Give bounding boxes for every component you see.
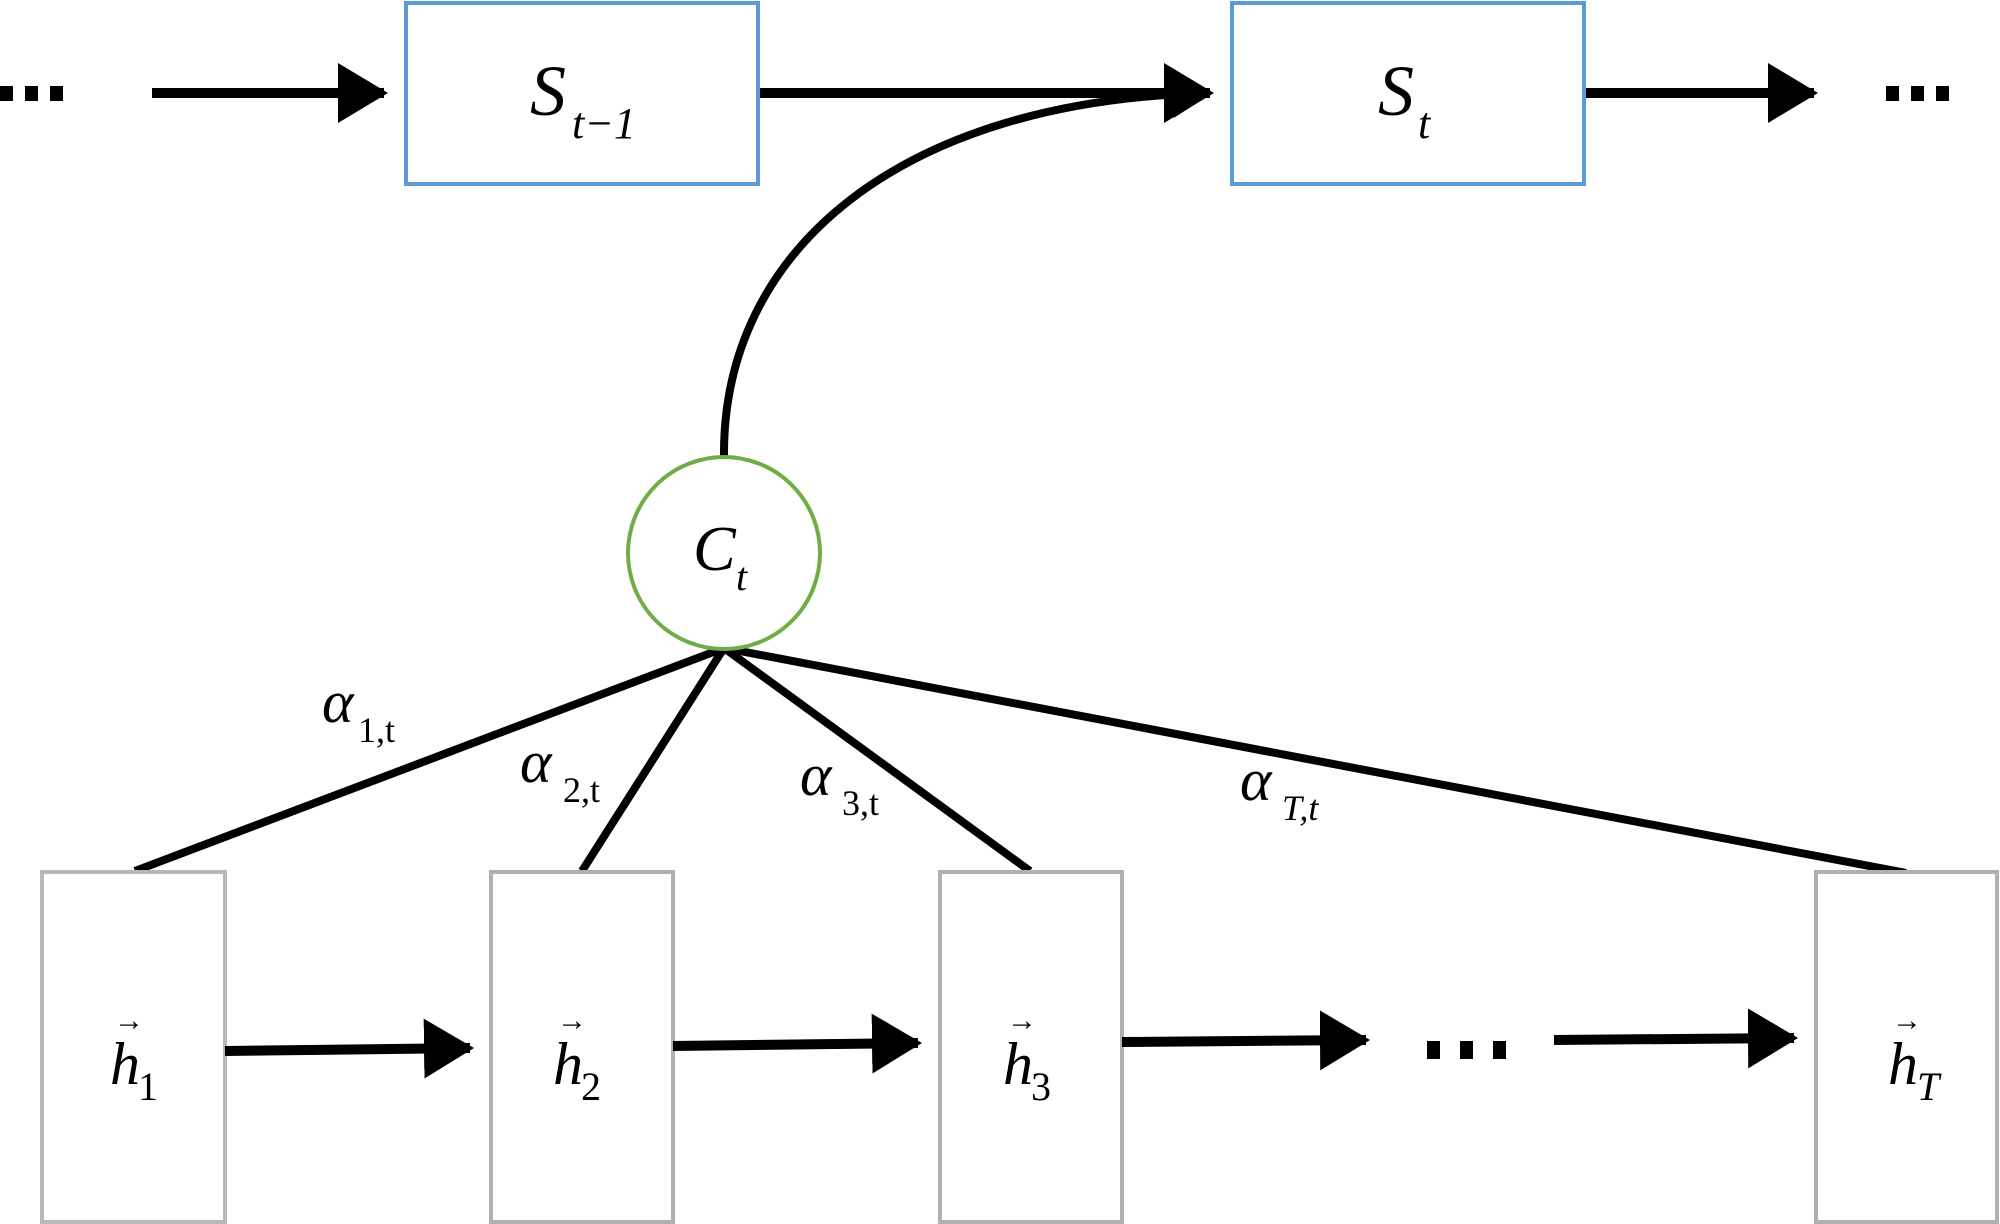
context-vector-node: C t	[626, 455, 822, 651]
svg-text:3,t: 3,t	[842, 783, 879, 823]
decoder-left-ellipsis	[0, 86, 63, 101]
context-subscript: t	[736, 554, 748, 599]
arrow-h3-to-ellipsis	[1121, 1010, 1370, 1071]
arrow-h1-to-h2	[224, 1018, 474, 1079]
encoder-ellipsis	[1427, 1041, 1506, 1059]
h3-symbol: h	[1003, 1031, 1033, 1097]
svg-text:1,t: 1,t	[358, 710, 395, 750]
s-curr-symbol: S	[1378, 51, 1414, 131]
attention-line-3	[721, 644, 1033, 875]
h1-subscript: 1	[138, 1064, 158, 1109]
encoder-state-h2: h → 2	[489, 870, 675, 1224]
context-symbol: C	[693, 513, 737, 584]
encoder-state-h3: h → 3	[938, 870, 1124, 1224]
attention-line-2	[578, 645, 728, 874]
h2-symbol: h	[553, 1031, 583, 1097]
h2-vector-arrow: →	[557, 1004, 587, 1037]
decoder-state-s-prev: S t−1	[404, 1, 760, 186]
encoder-state-h1: h → 1	[40, 870, 227, 1224]
decoder-state-s-curr: S t	[1230, 1, 1586, 186]
hT-subscript: T	[1917, 1064, 1942, 1109]
arrow-h2-to-h3	[672, 1013, 922, 1074]
encoder-state-hT: h → T	[1814, 870, 1999, 1224]
h2-subscript: 2	[581, 1064, 601, 1109]
s-curr-subscript: t	[1418, 99, 1432, 148]
attention-label-T: α T,t	[1240, 747, 1319, 828]
context-to-s-curr-curve	[719, 69, 1214, 458]
attention-label-1: α 1,t	[322, 669, 395, 750]
svg-text:α: α	[1240, 747, 1273, 813]
h1-symbol: h	[110, 1031, 140, 1097]
s-prev-subscript: t−1	[572, 99, 636, 148]
hT-vector-arrow: →	[1892, 1004, 1922, 1037]
h1-vector-arrow: →	[114, 1004, 144, 1037]
attention-label-2: α 2,t	[520, 729, 600, 810]
attention-line-1	[133, 644, 726, 875]
decoder-right-ellipsis	[1886, 86, 1949, 101]
svg-text:T,t: T,t	[1282, 788, 1319, 828]
attention-label-3: α 3,t	[800, 742, 879, 823]
arrow-ellipsis-to-hT	[1553, 1008, 1798, 1069]
svg-text:α: α	[520, 729, 553, 795]
hT-symbol: h	[1888, 1031, 1918, 1097]
svg-text:α: α	[800, 742, 833, 808]
attention-line-T	[723, 644, 1907, 877]
h3-subscript: 3	[1031, 1064, 1051, 1109]
s-prev-symbol: S	[530, 51, 566, 131]
h3-vector-arrow: →	[1007, 1004, 1037, 1037]
svg-text:2,t: 2,t	[563, 770, 600, 810]
svg-text:α: α	[322, 669, 355, 735]
